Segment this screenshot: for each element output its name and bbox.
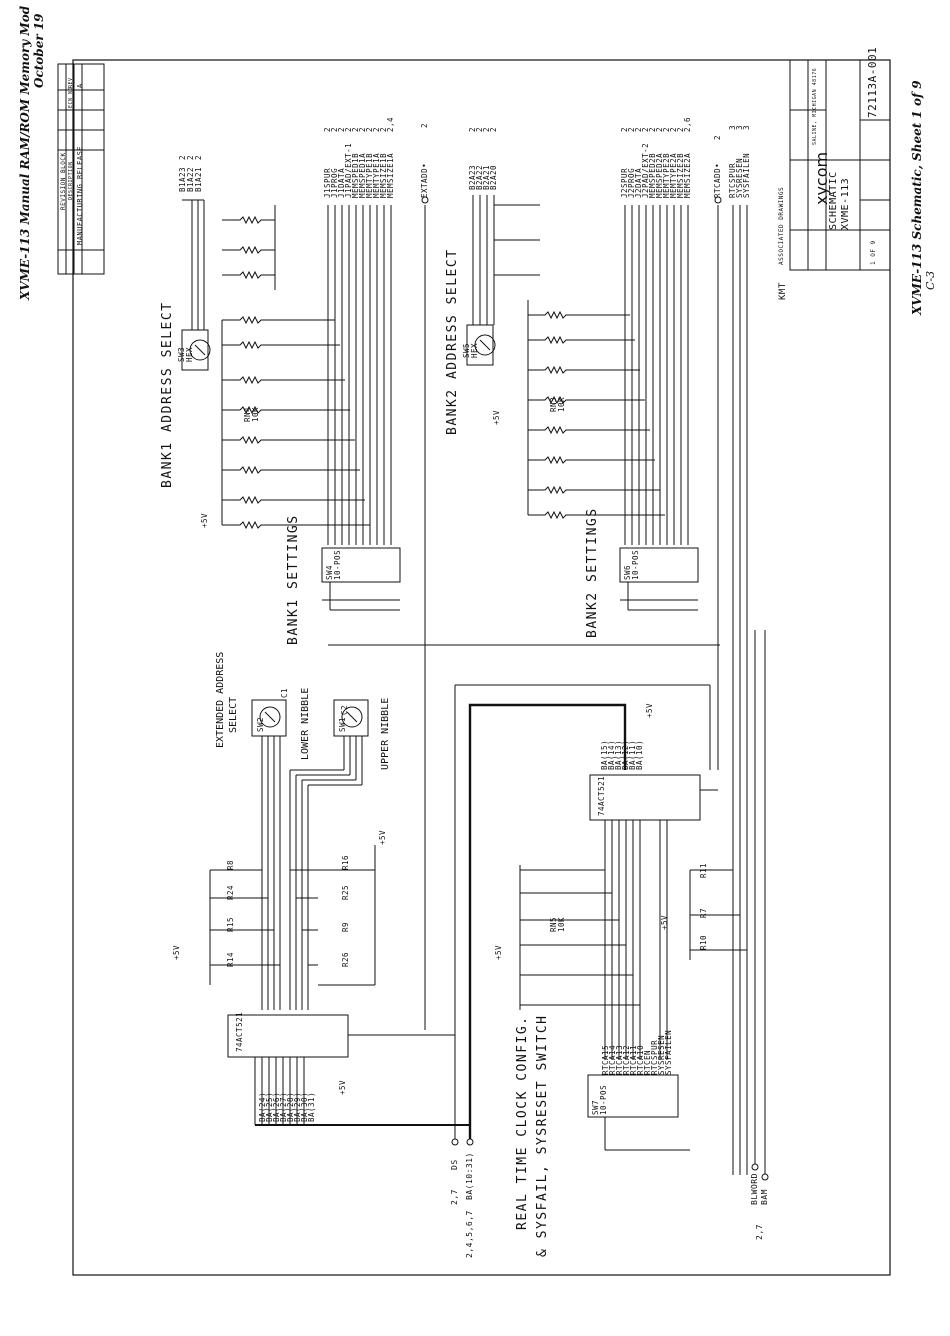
supply-bank1: +5V <box>200 512 209 528</box>
resistor-r7: R7 <box>699 907 708 918</box>
bank1-settings-label: BANK1 SETTINGS <box>286 514 301 645</box>
supply-rtc: +5V <box>494 944 503 960</box>
supply-ext-3: +5V <box>338 1079 347 1095</box>
bank2-settings-label: BANK2 SETTINGS <box>585 507 600 638</box>
extadd-ref: 2 <box>420 122 429 128</box>
bank2-address-label: BANK2 ADDRESS SELECT <box>445 248 460 435</box>
resistor-r24: R24 <box>226 884 235 900</box>
rev-value: A <box>76 83 84 88</box>
description-label: DESCRIPTION <box>68 161 74 200</box>
bank2-bus-lines <box>624 205 689 545</box>
rtc-sw-sysfailen: SYSFAILEN <box>664 1029 673 1075</box>
initials: KMT <box>778 282 788 300</box>
manual-title: XVME-113 Manual RAM/ROM Memory Mod <box>18 5 32 300</box>
sw4-dip-switch <box>321 547 401 583</box>
sw1-ref: SW1 <box>338 716 347 732</box>
sw4-type: 10-POS <box>333 549 342 580</box>
resistor-r8: R8 <box>226 859 235 870</box>
supply-bank2: +5V <box>492 409 501 425</box>
sw5-hex-switch <box>474 334 496 356</box>
u-ext-part: 74ACT521 <box>235 1011 244 1052</box>
bank2-addr-a20: B2A20 <box>489 164 498 190</box>
u-rtc-comparator <box>589 774 701 821</box>
sw1-hex-switch <box>341 706 363 728</box>
rtc-ref: 2 <box>713 134 722 140</box>
sheet-caption: XVME-113 Schematic, Sheet 1 of 9 <box>910 80 924 315</box>
bank1-addr-ref: 2 <box>194 154 203 160</box>
bank1-address-label: BANK1 ADDRESS SELECT <box>160 301 175 488</box>
extended-select-label: SELECT <box>228 696 239 733</box>
bank1-ref: 2,4 <box>386 116 395 132</box>
blword-port: BLWORD <box>750 1173 759 1205</box>
rtcadd-port: RTCADD• <box>713 162 722 198</box>
sw2-ref: SW2 <box>256 716 265 732</box>
bl-ref: 2,7 <box>755 1224 764 1240</box>
resistor-r26: R26 <box>341 951 350 967</box>
sw7-dip-switch <box>587 1074 679 1118</box>
sw7-type: 10-POS <box>599 1084 608 1115</box>
resistor-r25: R25 <box>341 884 350 900</box>
rtc-config-label: REAL TIME CLOCK CONFIG. <box>515 1015 530 1230</box>
resistor-r9: R9 <box>341 921 350 932</box>
capacitor-c1: C1 <box>280 687 289 698</box>
revision-block-heading: REVISION BLOCK <box>60 152 67 210</box>
ds-ref: 2,7 <box>450 1189 459 1205</box>
revision-block-frame <box>57 63 105 275</box>
bank2-ref: 2,6 <box>683 116 692 132</box>
ba-bus-port: BA(10:31) <box>465 1152 474 1200</box>
drawing-border <box>72 59 891 1276</box>
sysfail-switch-label: & SYSFAIL, SYSRESET SWITCH <box>535 1014 550 1258</box>
supply-ext-2: +5V <box>172 944 181 960</box>
ba-31: BA(31) <box>307 1091 316 1122</box>
lower-nibble-label: LOWER NIBBLE <box>300 687 311 760</box>
sw3-hex-switch <box>189 339 211 361</box>
bank1-bus-lines <box>327 205 392 545</box>
resistor-r10: R10 <box>699 934 708 950</box>
title-block-frame <box>789 59 891 271</box>
bank2-sig-memsize2a: MEMSIZE2A <box>683 152 692 198</box>
rtc-ref: 3 <box>742 124 751 130</box>
resistor-r14: R14 <box>226 951 235 967</box>
sheet-of: 1 OF 9 <box>870 240 877 265</box>
title-line1: SCHEMATIC <box>828 171 839 230</box>
title-line2: XVME-113 <box>840 177 851 230</box>
resistor-r16: R16 <box>341 854 350 870</box>
sw3-type: HEX <box>185 346 194 362</box>
extended-address-label: EXTENDED ADDRESS <box>215 651 226 748</box>
sw6-dip-switch <box>619 547 699 583</box>
resistor-r15: R15 <box>226 916 235 932</box>
u-ext-comparator <box>227 1014 349 1058</box>
bank2-addr-ref: 2 <box>489 126 498 132</box>
rn5-value: 10K <box>557 916 566 932</box>
bank1-sig-memsize1a: MEMSIZE1A <box>386 152 395 198</box>
sw5-type: HEX <box>470 342 479 358</box>
drawing-number: 72113A-001 <box>866 46 879 118</box>
ba-10: BA(10) <box>635 739 644 770</box>
supply-rtc-3: +5V <box>645 702 654 718</box>
description-value: MANUFACTURING RELEASE <box>76 145 84 245</box>
ba-bus-ref: 2,4,5,6,7 <box>465 1210 474 1258</box>
ecn-label: ECN NO. <box>68 83 74 108</box>
upper-nibble-label: UPPER NIBBLE <box>380 697 391 770</box>
supply-rtc-2: +5V <box>660 914 669 930</box>
rn3-value: 10K <box>557 396 566 412</box>
ds-port: DS <box>450 1159 459 1170</box>
extadd-port: EXTADD• <box>420 162 429 198</box>
assoc-drawings: ASSOCIATED DRAWINGS <box>778 186 785 265</box>
supply-ext: +5V <box>378 829 387 845</box>
bank1-addr-a21: B1A21 <box>194 166 203 192</box>
sw2-hex-switch <box>259 706 281 728</box>
company-address: SALINE, MICHIGAN 48176 <box>812 67 818 145</box>
resistor-r11: R11 <box>699 862 708 878</box>
bam-port: BAM <box>760 1189 769 1205</box>
capacitor-c2: C2 <box>340 704 349 715</box>
u-rtc-part: 74ACT521 <box>597 775 606 816</box>
sw6-type: 10-POS <box>631 549 640 580</box>
rn4-value: 10K <box>251 406 260 422</box>
sysfailen-port: SYSFAILEN <box>742 152 751 198</box>
page-number: C-3 <box>924 270 937 290</box>
manual-date: October 19 <box>32 13 46 88</box>
